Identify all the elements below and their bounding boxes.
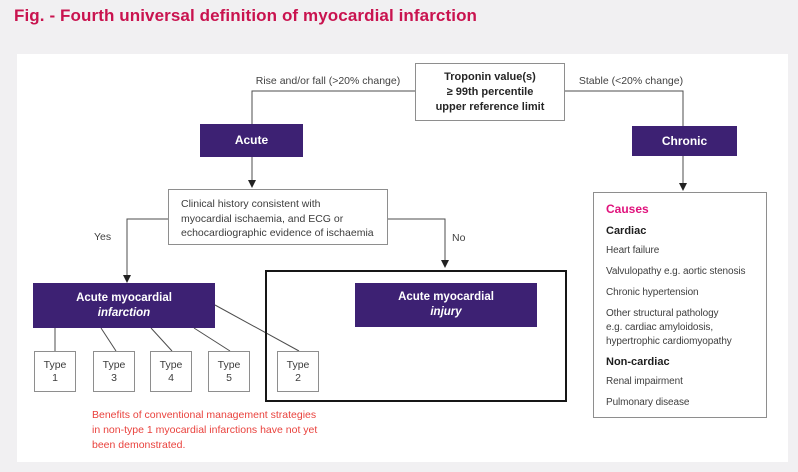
acute-mi-node: Acute myocardial infarction [33, 283, 215, 328]
causes-heading-cardiac: Cardiac [606, 225, 647, 237]
cause-item: Chronic hypertension [606, 287, 699, 298]
cause-item: Pulmonary disease [606, 397, 690, 408]
acute-node: Acute [200, 124, 303, 157]
type-1-box: Type 1 [34, 351, 76, 392]
type-5-number: 5 [226, 371, 232, 384]
troponin-text: Troponin value(s) ≥ 99th percentile uppe… [435, 70, 545, 113]
acute-mi-line2: infarction [97, 306, 151, 319]
chronic-node: Chronic [632, 126, 737, 156]
type-5-box: Type 5 [208, 351, 250, 392]
type-1-number: 1 [52, 371, 58, 384]
causes-title: Causes [606, 202, 649, 216]
type-1-word: Type [43, 358, 67, 371]
troponin-box: Troponin value(s) ≥ 99th percentile uppe… [415, 63, 565, 121]
injury-group-frame [265, 270, 567, 402]
type-3-box: Type 3 [93, 351, 135, 392]
causes-heading-noncardiac: Non-cardiac [606, 356, 670, 368]
cause-item: Other structural pathology e.g. cardiac … [606, 308, 732, 347]
causes-panel: Causes Cardiac Heart failure Valvulopath… [593, 192, 767, 418]
yes-label: Yes [94, 231, 112, 243]
stable-label: Stable (<20% change) [578, 75, 684, 87]
no-label: No [452, 232, 466, 244]
footnote-warning: Benefits of conventional management stra… [92, 409, 318, 451]
type-3-number: 3 [111, 371, 117, 384]
type-5-word: Type [217, 358, 241, 371]
acute-injury-node: Acute myocardial injury [355, 283, 537, 327]
type-2-number: 2 [295, 371, 301, 384]
acute-injury-line2: injury [430, 306, 462, 318]
cause-item: Heart failure [606, 245, 660, 256]
type-3-word: Type [102, 358, 126, 371]
type-2-word: Type [286, 358, 310, 371]
cause-item: Valvulopathy e.g. aortic stenosis [606, 266, 746, 277]
cause-item: Renal impairment [606, 376, 683, 387]
type-4-word: Type [159, 358, 183, 371]
acute-injury-line1: Acute myocardial [398, 291, 494, 303]
type-4-number: 4 [168, 371, 174, 384]
rise-fall-label: Rise and/or fall (>20% change) [255, 75, 401, 87]
type-2-box: Type 2 [277, 351, 319, 392]
acute-mi-line1: Acute myocardial [76, 291, 172, 304]
figure-title: Fig. - Fourth universal definition of my… [14, 6, 478, 25]
clinical-history-box: Clinical history consistent with myocard… [168, 189, 388, 245]
type-4-box: Type 4 [150, 351, 192, 392]
